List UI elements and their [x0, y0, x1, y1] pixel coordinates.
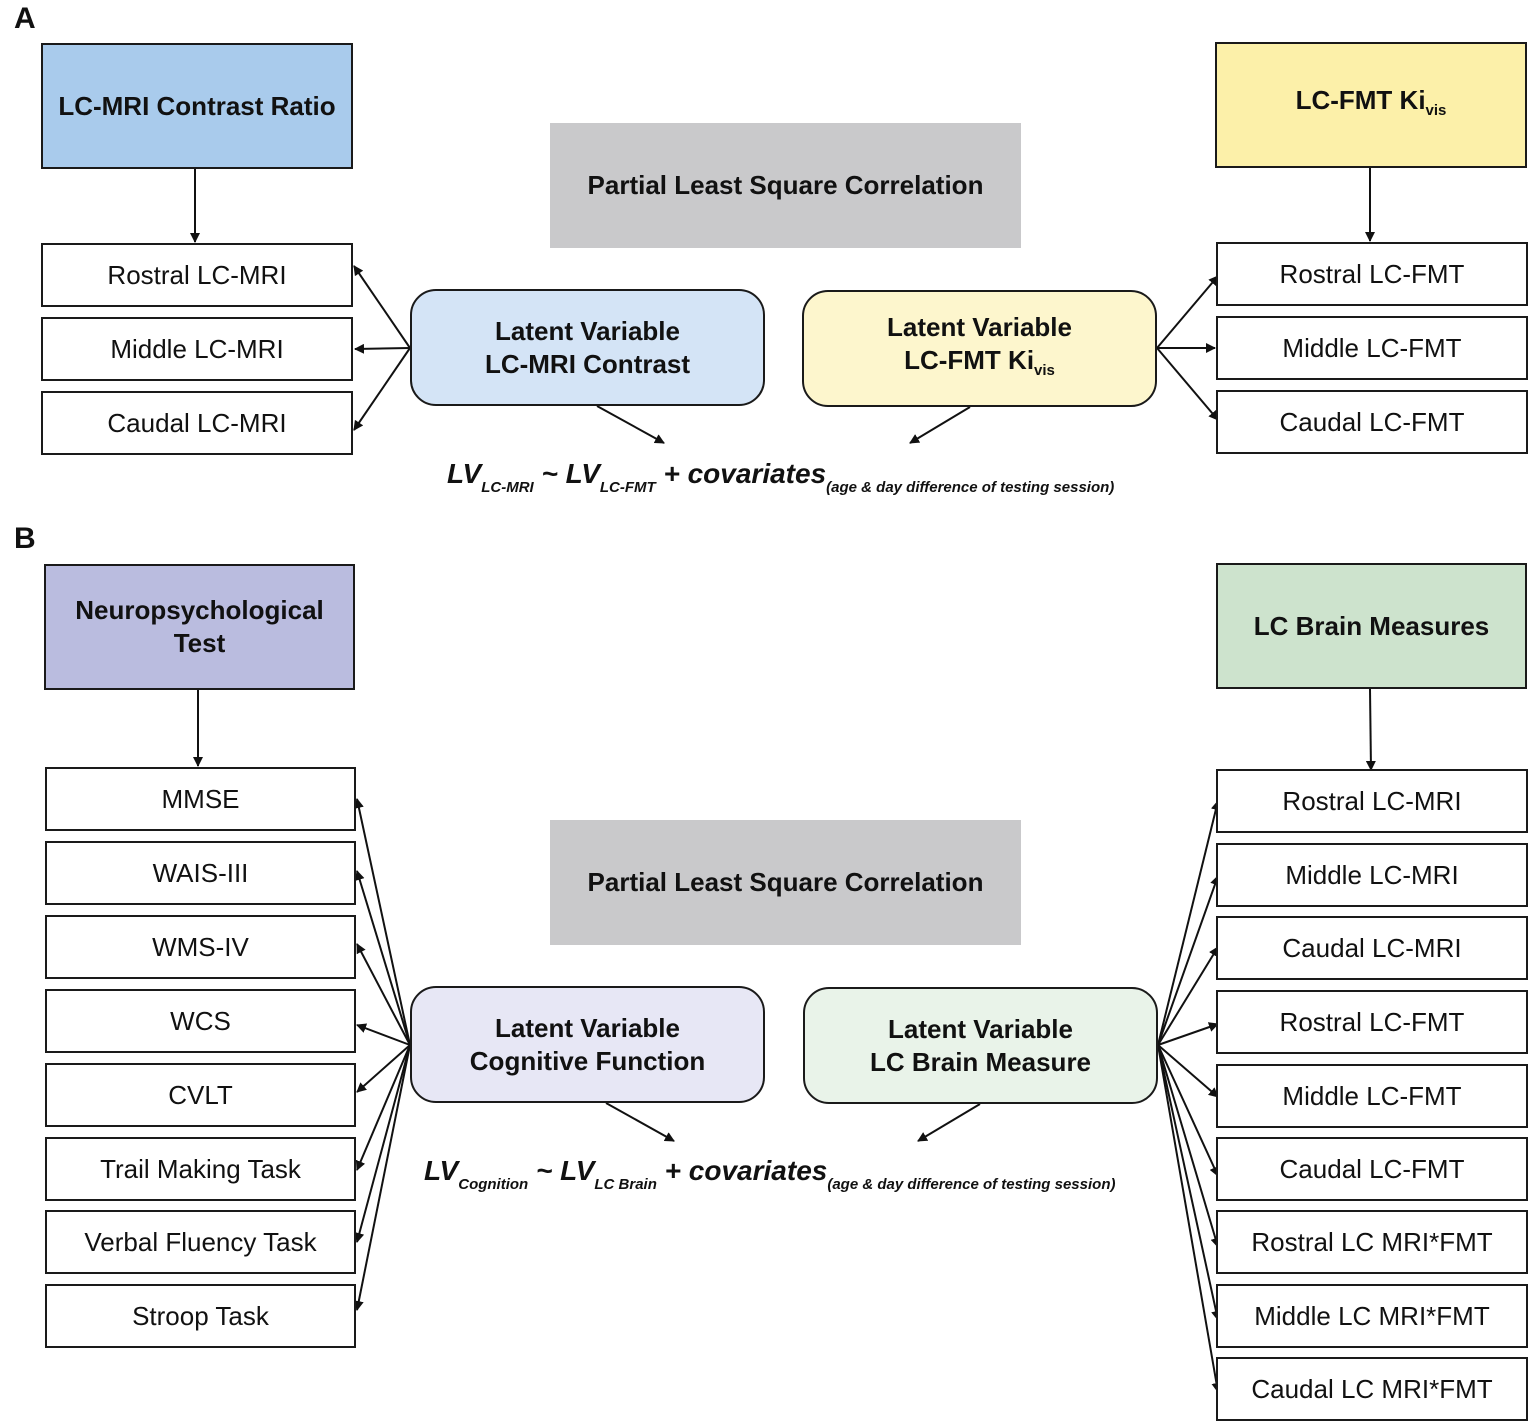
connector-arrow	[355, 1044, 411, 1171]
connector-arrow	[353, 265, 411, 349]
item-box: WCS	[45, 989, 356, 1053]
lc-fmt-ki-header: LC-FMT Kivis	[1215, 42, 1527, 168]
connector-arrow	[1157, 1044, 1221, 1321]
plsc-box-b: Partial Least Square Correlation	[550, 820, 1021, 945]
lv-cognitive-function: Latent Variable Cognitive Function	[410, 986, 765, 1103]
item-box: Rostral LC-FMT	[1216, 990, 1528, 1054]
item-box: Rostral LC-FMT	[1216, 242, 1528, 306]
lv-lc-fmt-ki: Latent Variable LC-FMT Kivis	[802, 290, 1157, 407]
item-box: Caudal LC-FMT	[1216, 1137, 1528, 1201]
header-line1: Neuropsychological	[75, 595, 324, 625]
item-box: Caudal LC-MRI	[1216, 916, 1528, 980]
header-line2: Test	[173, 628, 226, 658]
connector-arrow	[354, 798, 411, 1046]
item-box: Verbal Fluency Task	[45, 1210, 356, 1274]
connector-arrow	[1157, 1044, 1219, 1098]
item-box: Middle LC-MRI	[41, 317, 353, 381]
connector-arrow	[1365, 688, 1376, 771]
equation-a: LVLC-MRI ~ LVLC-FMT + covariates(age & d…	[447, 458, 1115, 496]
item-box: Stroop Task	[45, 1284, 356, 1348]
connector-arrow	[356, 943, 411, 1046]
connector-arrow	[1156, 275, 1219, 349]
equation-b: LVCognition ~ LVLC Brain + covariates(ag…	[424, 1155, 1116, 1193]
lv-line2: LC-FMT Kivis	[904, 344, 1055, 379]
item-box: Caudal LC MRI*FMT	[1216, 1357, 1528, 1421]
lv-line2: LC Brain Measure	[869, 1046, 1092, 1077]
lv-line1: Latent Variable	[888, 1013, 1073, 1044]
item-box: WAIS-III	[45, 841, 356, 905]
item-box: Rostral LC-MRI	[41, 243, 353, 307]
connector-arrow	[1157, 1044, 1222, 1393]
lc-mri-contrast-ratio-header: LC-MRI Contrast Ratio	[41, 43, 353, 169]
header-label: LC-MRI Contrast Ratio	[58, 90, 336, 121]
lv-lc-mri-contrast: Latent Variable LC-MRI Contrast	[410, 289, 765, 406]
item-box: Rostral LC-MRI	[1216, 769, 1528, 833]
panel-a-label: A	[14, 2, 36, 35]
connector-arrow	[1157, 946, 1219, 1046]
connector-arrow	[1157, 1044, 1221, 1248]
item-box: CVLT	[45, 1063, 356, 1127]
lv-line1: Latent Variable	[887, 311, 1072, 342]
item-box: WMS-IV	[45, 915, 356, 979]
header-label: LC-FMT Kivis	[1295, 84, 1447, 119]
connector-arrow	[354, 870, 411, 1046]
connector-arrow	[1157, 1022, 1219, 1046]
lc-brain-measures-header: LC Brain Measures	[1216, 563, 1527, 689]
lv-line2: LC-MRI Contrast	[484, 348, 691, 379]
item-box: Caudal LC-MRI	[41, 391, 353, 455]
item-box: Rostral LC MRI*FMT	[1216, 1210, 1528, 1274]
connector-arrow	[596, 405, 665, 444]
item-box: Middle LC-FMT	[1216, 316, 1528, 380]
connector-arrow	[1157, 800, 1221, 1046]
neuropsychological-test-header: Neuropsychological Test	[44, 564, 355, 690]
item-box: Middle LC-MRI	[1216, 843, 1528, 907]
connector-arrow	[917, 1103, 981, 1142]
connector-arrow	[1156, 347, 1219, 421]
connector-arrow	[356, 1023, 411, 1046]
item-box: Middle LC MRI*FMT	[1216, 1284, 1528, 1348]
plsc-box-a: Partial Least Square Correlation	[550, 123, 1021, 248]
connector-arrow	[605, 1102, 675, 1142]
item-box: Caudal LC-FMT	[1216, 390, 1528, 454]
lv-line1: Latent Variable	[495, 1012, 680, 1043]
connector-arrow	[1157, 875, 1220, 1046]
item-box: Trail Making Task	[45, 1137, 356, 1201]
connector-arrow	[1157, 1044, 1219, 1177]
connector-arrow	[353, 347, 411, 431]
panel-b-label: B	[14, 522, 36, 555]
item-box: Middle LC-FMT	[1216, 1064, 1528, 1128]
connector-arrow	[353, 1044, 411, 1311]
lv-line2: Cognitive Function	[469, 1045, 706, 1076]
lv-lc-brain-measure: Latent Variable LC Brain Measure	[803, 987, 1158, 1104]
connector-arrow	[356, 1044, 411, 1093]
connector-arrow	[909, 406, 971, 444]
item-box: MMSE	[45, 767, 356, 831]
connector-arrow	[354, 343, 411, 354]
connector-arrow	[354, 1044, 411, 1243]
lv-line1: Latent Variable	[495, 315, 680, 346]
